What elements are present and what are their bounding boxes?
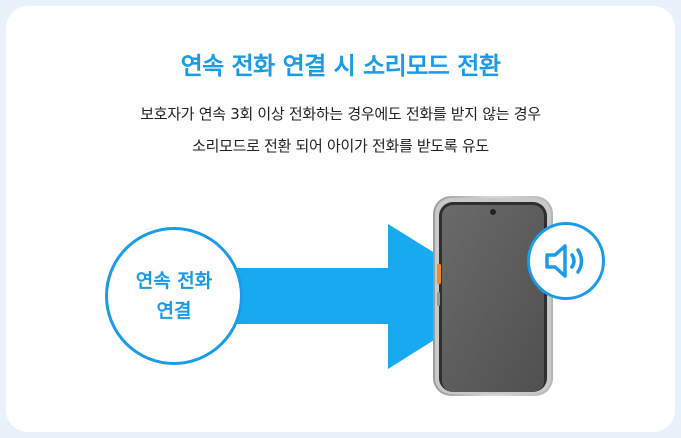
continuous-call-bubble: 연속 전화 연결 bbox=[105, 227, 243, 365]
description: 보호자가 연속 3회 이상 전화하는 경우에도 전화를 받지 않는 경우 소리모… bbox=[6, 98, 675, 162]
feature-card: 연속 전화 연결 시 소리모드 전환 보호자가 연속 3회 이상 전화하는 경우… bbox=[6, 6, 675, 432]
bubble-line-2: 연결 bbox=[156, 300, 192, 322]
arrow-right-icon bbox=[166, 224, 504, 369]
speaker-volume-icon bbox=[527, 222, 605, 300]
description-line-2: 소리모드로 전환 되어 아이가 전화를 받도록 유도 bbox=[192, 137, 489, 155]
bubble-line-1: 연속 전화 bbox=[135, 270, 213, 292]
page-title: 연속 전화 연결 시 소리모드 전환 bbox=[180, 52, 501, 80]
illustration bbox=[166, 196, 553, 396]
smartphone-icon bbox=[433, 196, 553, 396]
description-line-1: 보호자가 연속 3회 이상 전화하는 경우에도 전화를 받지 않는 경우 bbox=[140, 105, 541, 123]
